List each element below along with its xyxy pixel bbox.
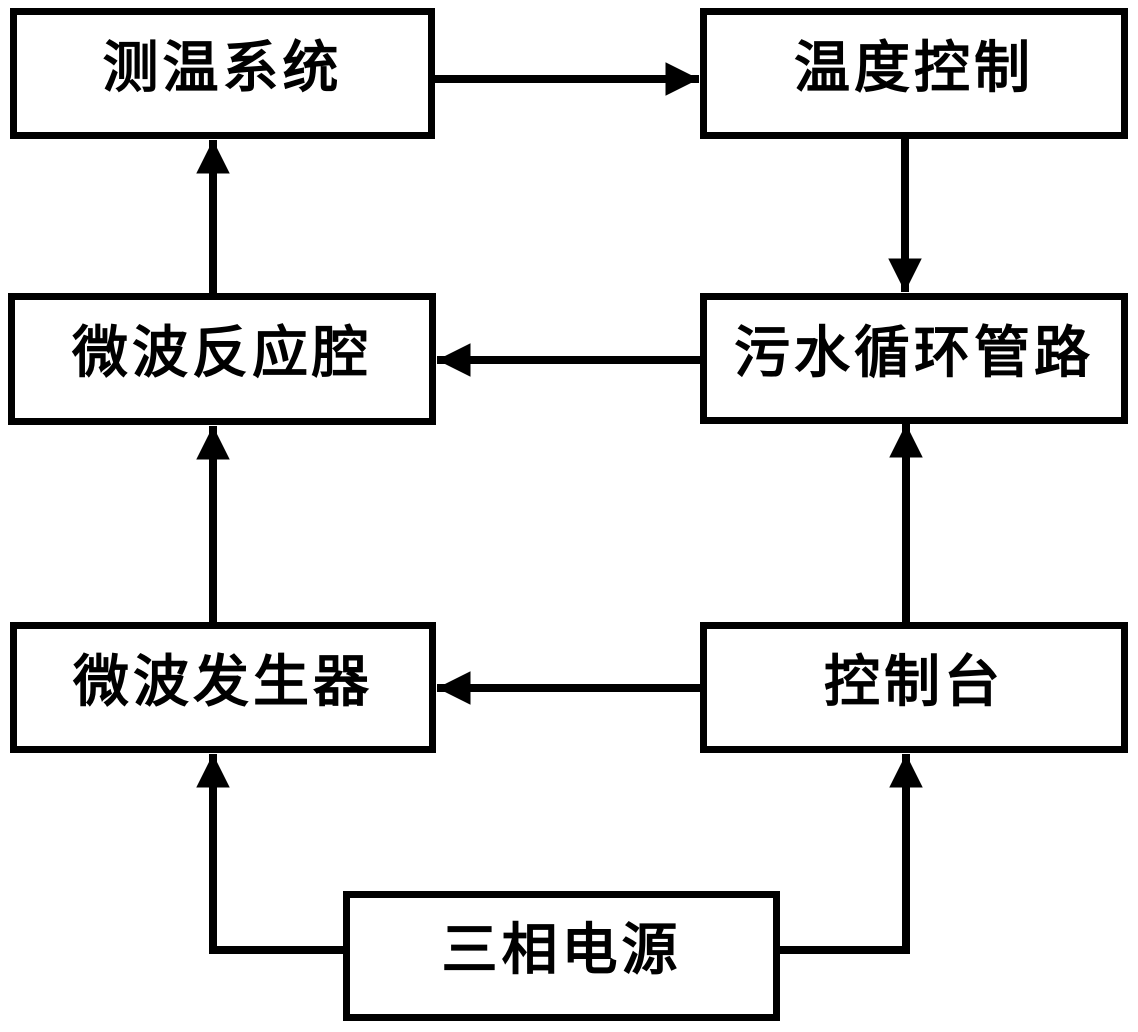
node-microwave-generator-label: 微波发生器 (73, 649, 373, 715)
node-temp-measurement-label: 测温系统 (102, 35, 343, 101)
node-console: 控制台 (700, 622, 1128, 753)
node-console-label: 控制台 (824, 649, 1004, 715)
node-three-phase-power-label: 三相电源 (441, 918, 682, 983)
node-microwave-chamber: 微波反应腔 (8, 293, 436, 425)
node-temp-measurement: 测温系统 (10, 8, 435, 139)
arrow-three-phase-power-to-microwave-generator (196, 754, 346, 954)
node-sewage-loop-label: 污水循环管路 (734, 320, 1094, 386)
arrow-three-phase-power-to-console (777, 754, 923, 954)
node-microwave-generator: 微波发生器 (10, 622, 436, 753)
node-temp-control-label: 温度控制 (794, 35, 1034, 101)
node-temp-control: 温度控制 (700, 8, 1128, 139)
node-sewage-loop: 污水循环管路 (700, 293, 1128, 424)
node-three-phase-power: 三相电源 (343, 891, 780, 1021)
node-microwave-chamber-label: 微波反应腔 (72, 321, 372, 386)
